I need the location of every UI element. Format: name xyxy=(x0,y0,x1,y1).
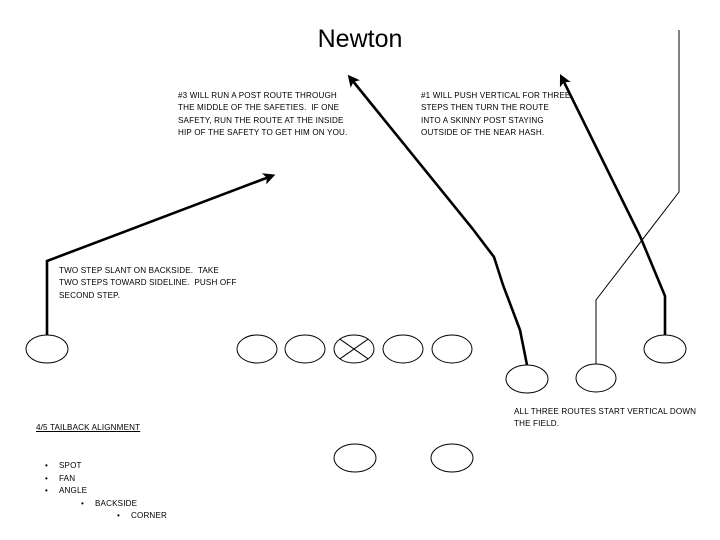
player-wide-receiver-one[interactable] xyxy=(643,334,687,364)
routes-layer xyxy=(45,30,680,366)
alignment-item-label: SPOT xyxy=(59,460,82,470)
tailback-alignment-list: • SPOT • FAN • ANGLE • BACKSIDE • CORNER xyxy=(36,460,296,523)
player-circle xyxy=(236,334,278,364)
player-line-left-guard[interactable] xyxy=(284,334,326,364)
note-one-route: #1 WILL PUSH VERTICAL FOR THREE STEPS TH… xyxy=(421,91,573,138)
player-circle xyxy=(575,363,617,393)
bullet-icon: • xyxy=(45,460,48,470)
player-circle xyxy=(382,334,424,364)
player-circle xyxy=(505,364,549,394)
note-three-route: #3 WILL RUN A POST ROUTE THROUGH THE MID… xyxy=(178,91,348,138)
player-circle xyxy=(430,443,474,473)
bullet-icon: • xyxy=(45,486,48,496)
player-circle xyxy=(431,334,473,364)
tailback-alignment-block: 4/5 TAILBACK ALIGNMENT • SPOT • FAN • ANGLE • B… xyxy=(36,397,296,540)
route-vertical-two xyxy=(595,30,680,364)
player-line-right-guard[interactable] xyxy=(382,334,424,364)
alignment-item-angle: • ANGLE xyxy=(36,485,296,498)
page-title: Newton xyxy=(317,25,403,53)
player-circle xyxy=(284,334,326,364)
bullet-icon: • xyxy=(45,473,48,483)
player-circle xyxy=(25,334,69,364)
route-skinny-post-one xyxy=(559,73,667,335)
note-slant-route: TWO STEP SLANT ON BACKSIDE. TAKE TWO STE… xyxy=(59,266,239,300)
player-backfield-back-left[interactable] xyxy=(333,443,377,473)
alignment-item-backside: • BACKSIDE xyxy=(36,498,296,511)
alignment-item-label: FAN xyxy=(59,473,76,483)
alignment-item-corner: • CORNER xyxy=(36,510,296,523)
players-layer xyxy=(25,334,687,473)
tailback-alignment-heading: 4/5 TAILBACK ALIGNMENT xyxy=(36,423,141,433)
player-line-right-tackle[interactable] xyxy=(431,334,473,364)
alignment-item-label: CORNER xyxy=(131,511,167,521)
bullet-icon: • xyxy=(117,511,120,521)
player-line-left-tackle[interactable] xyxy=(236,334,278,364)
route-backside-slant xyxy=(45,173,276,335)
player-slot-receiver-two[interactable] xyxy=(575,363,617,393)
center-x-icon xyxy=(339,338,369,360)
player-circle xyxy=(643,334,687,364)
player-backside-receiver[interactable] xyxy=(25,334,69,364)
player-slot-receiver-three[interactable] xyxy=(505,364,549,394)
alignment-item-label: ANGLE xyxy=(59,486,88,496)
bullet-icon: • xyxy=(81,498,84,508)
alignment-item-fan: • FAN xyxy=(36,473,296,486)
route-post-three xyxy=(347,74,529,366)
player-line-center[interactable] xyxy=(333,334,375,364)
alignment-item-spot: • SPOT xyxy=(36,460,296,473)
player-circle xyxy=(333,443,377,473)
alignment-item-label: BACKSIDE xyxy=(95,498,138,508)
note-vertical-routes: ALL THREE ROUTES START VERTICAL DOWN THE… xyxy=(514,407,699,429)
player-backfield-back-right[interactable] xyxy=(430,443,474,473)
